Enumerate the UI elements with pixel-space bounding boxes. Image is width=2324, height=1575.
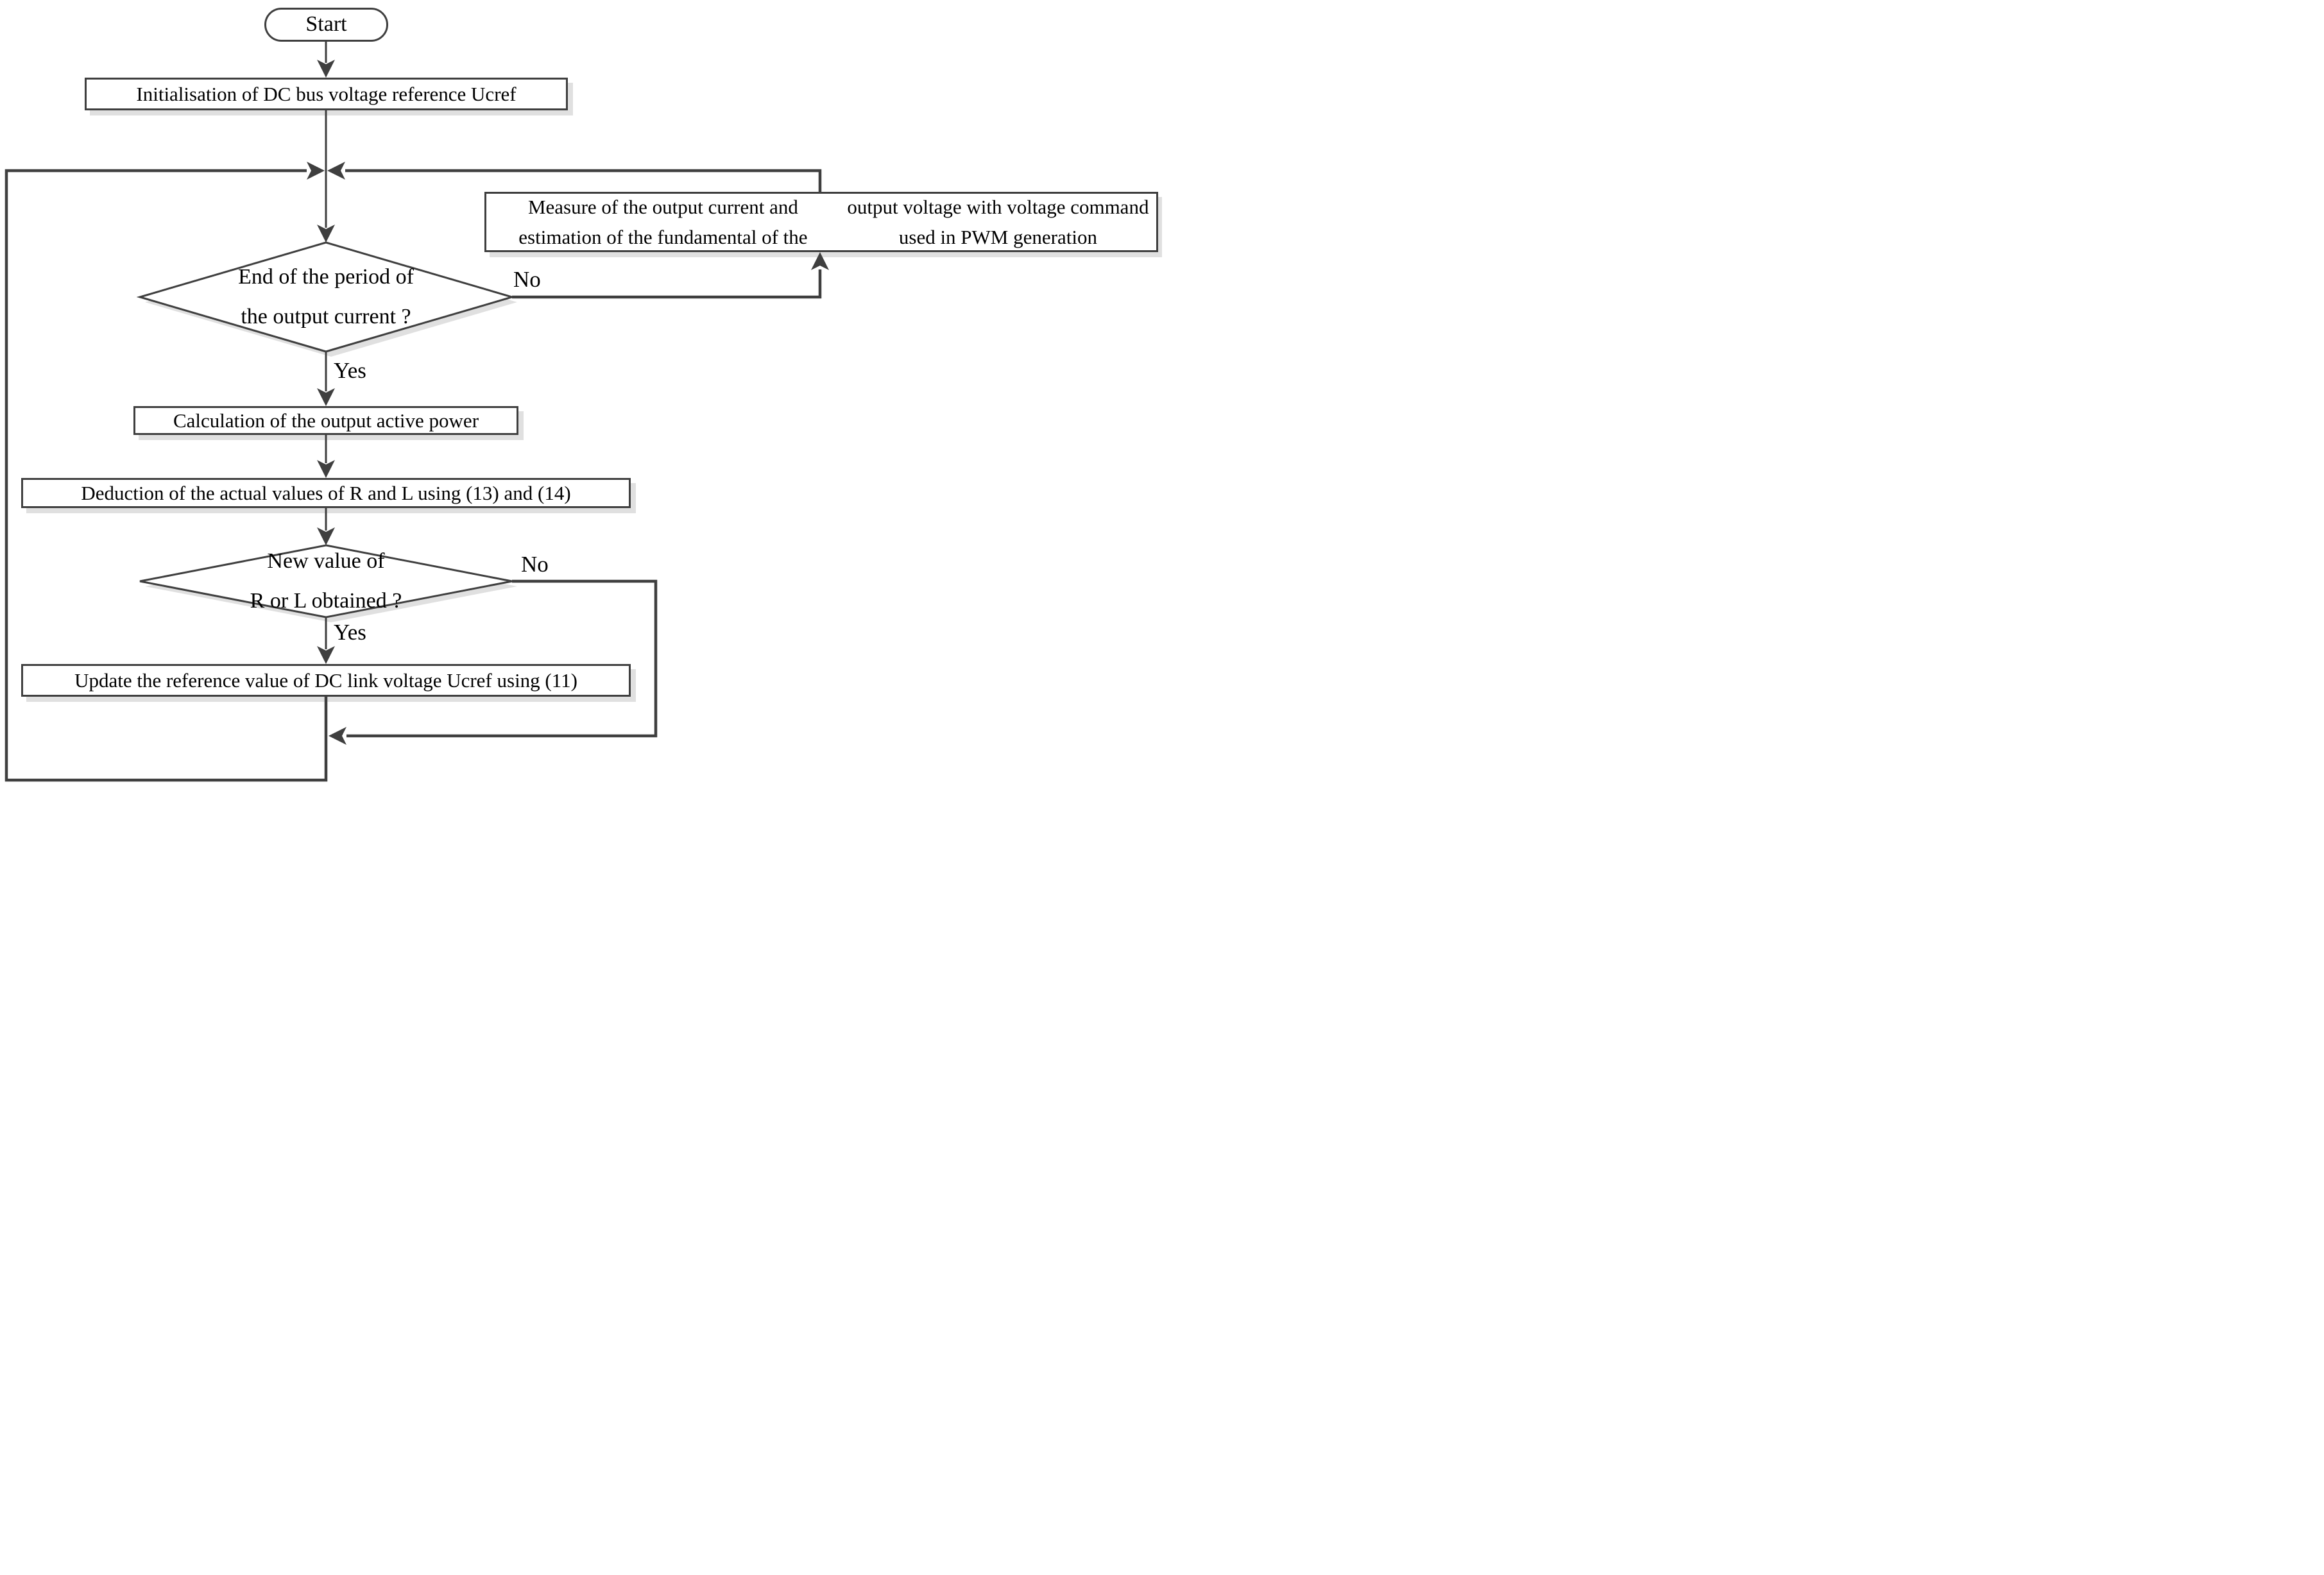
flowchart-canvas: Start Initialisation of DC bus voltage r… — [0, 0, 1162, 788]
node-measure-line-1: Measure of the output current and estima… — [518, 196, 808, 248]
decision-period-line-1: End of the period of — [238, 265, 414, 289]
node-start: Start — [264, 8, 388, 42]
arrow-down-icon — [317, 646, 335, 664]
decision-new-rl-shadow — [145, 550, 517, 622]
node-initialisation: Initialisation of DC bus voltage referen… — [85, 78, 568, 110]
decision-new-rl-line-2: R or L obtained ? — [250, 589, 402, 613]
edge-measure-to-junction — [345, 169, 822, 192]
node-decision-new-rl — [139, 544, 513, 618]
edge-period-no-branch — [512, 269, 822, 299]
decision-new-rl-line-1: New value of — [267, 549, 385, 573]
arrow-down-icon — [317, 527, 335, 545]
node-measure-line-2: output voltage with voltage command used… — [847, 196, 1149, 248]
decision-period-line-2: the output current ? — [241, 305, 411, 328]
decision-new-rl-text: New value of R or L obtained ? — [198, 541, 454, 621]
decision-period-shadow — [145, 248, 517, 357]
edge-new-rl-no-branch — [346, 579, 658, 738]
arrow-left-icon — [329, 727, 346, 745]
arrow-right-icon — [307, 162, 325, 180]
node-calc-power: Calculation of the output active power — [133, 406, 518, 435]
arrow-down-icon — [317, 225, 335, 243]
node-update-ref: Update the reference value of DC link vo… — [21, 664, 631, 697]
label-period-yes: Yes — [334, 358, 366, 383]
arrow-down-icon — [317, 60, 335, 78]
label-new-rl-yes: Yes — [334, 620, 366, 645]
arrow-down-icon — [317, 388, 335, 406]
arrow-down-icon — [317, 460, 335, 478]
node-measure: Measure of the output current and estima… — [484, 192, 1158, 252]
label-new-rl-no: No — [521, 552, 549, 577]
node-deduce-rl: Deduction of the actual values of R and … — [21, 478, 631, 508]
arrow-left-icon — [327, 162, 345, 180]
decision-period-text: End of the period of the output current … — [198, 257, 454, 337]
arrow-up-icon — [811, 252, 829, 270]
label-period-no: No — [513, 267, 541, 292]
node-decision-period — [136, 241, 516, 353]
